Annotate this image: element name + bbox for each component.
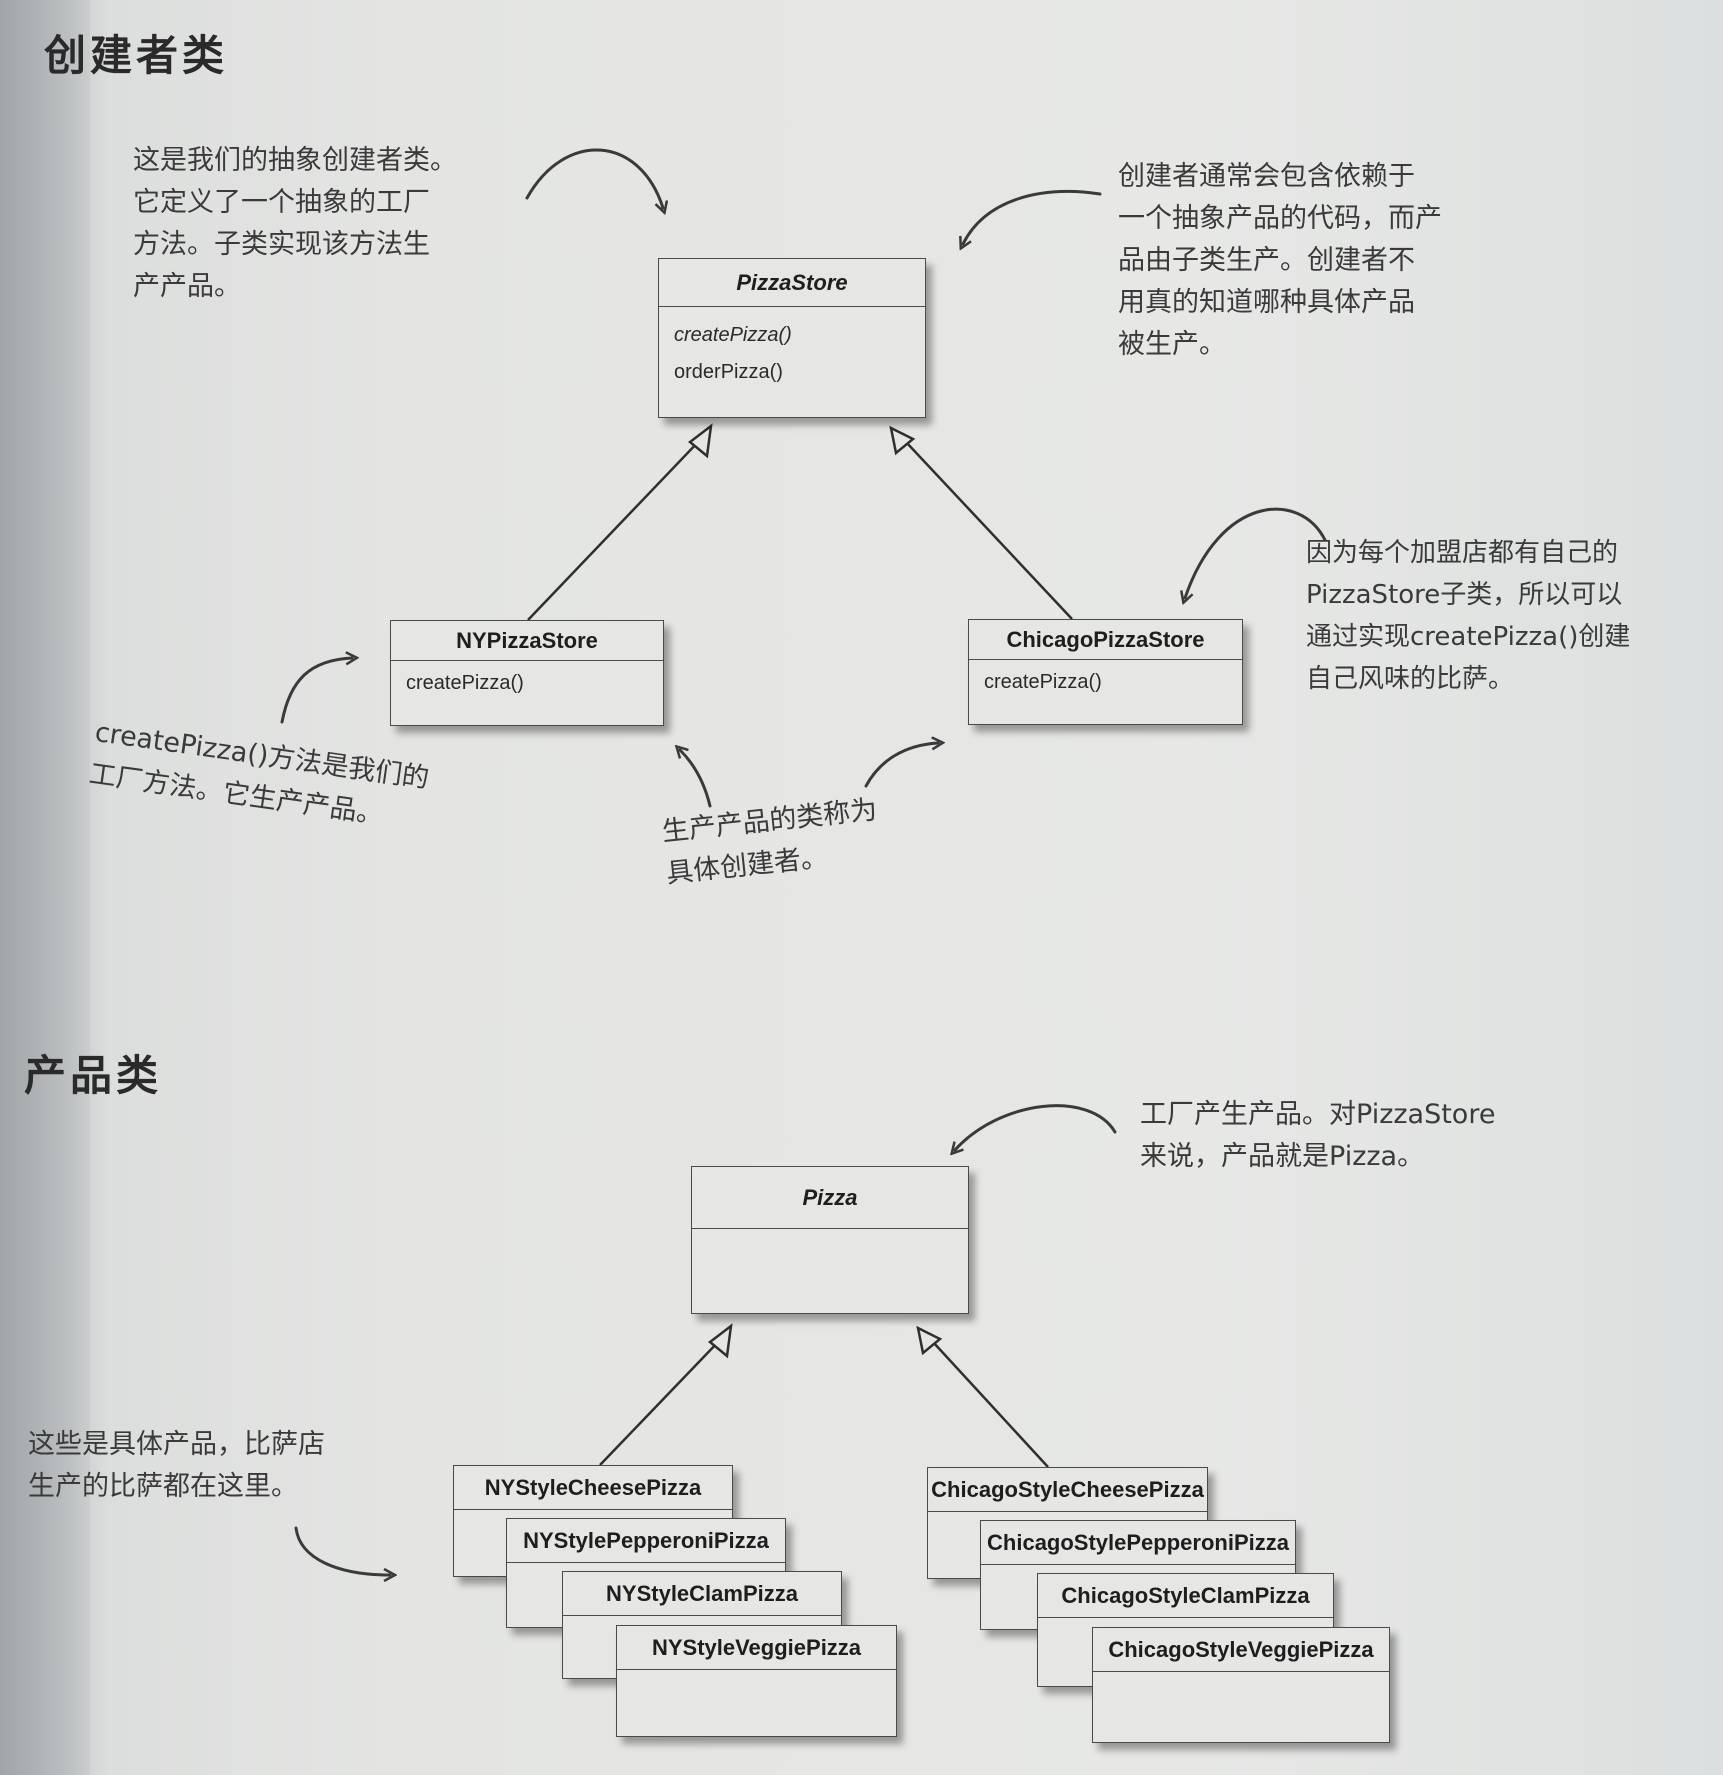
class-nystyleveggiepizza: NYStyleVeggiePizza xyxy=(616,1625,897,1737)
method-createpizza: createPizza() xyxy=(984,671,1102,693)
class-nystylecheesepizza-name: NYStyleCheesePizza xyxy=(454,1466,732,1510)
class-chicagopizzastore-name: ChicagoPizzaStore xyxy=(969,620,1242,660)
note-line: 一个抽象产品的代码，而产 xyxy=(1118,203,1442,234)
note-abstract-creator: 这是我们的抽象创建者类。 它定义了一个抽象的工厂 方法。子类实现该方法生 产产品… xyxy=(133,140,457,308)
method-orderpizza: orderPizza() xyxy=(674,361,783,383)
inheritance-chicago-products-to-pizza xyxy=(916,1325,1049,1468)
note-line: 这些是具体产品，比萨店 xyxy=(28,1429,325,1460)
method-createpizza: createPizza() xyxy=(406,672,524,694)
note-line: 被生产。 xyxy=(1118,329,1226,360)
note-line: 工厂产生产品。对PizzaStore xyxy=(1140,1099,1496,1130)
class-chicagostyleveggiepizza: ChicagoStyleVeggiePizza xyxy=(1092,1627,1390,1743)
class-nystyleclampizza-name: NYStyleClamPizza xyxy=(563,1572,841,1616)
arrow-concrete-products-note xyxy=(294,1526,390,1575)
class-chicagostylecheesepizza-name: ChicagoStyleCheesePizza xyxy=(928,1468,1207,1512)
note-line: 方法。子类实现该方法生 xyxy=(133,229,430,260)
class-pizzastore: PizzaStore createPizza() orderPizza() xyxy=(658,258,926,418)
method-createpizza: createPizza() xyxy=(674,324,792,346)
note-line: 通过实现createPizza()创建 xyxy=(1306,622,1631,652)
class-chicagostyleclampizza-name: ChicagoStyleClamPizza xyxy=(1038,1574,1333,1618)
inheritance-chicago-to-pizzastore xyxy=(889,425,1073,620)
class-pizzastore-name: PizzaStore xyxy=(659,259,925,307)
class-pizzastore-methods: createPizza() orderPizza() xyxy=(659,307,925,391)
note-franchise: 因为每个加盟店都有自己的 PizzaStore子类，所以可以 通过实现creat… xyxy=(1306,532,1630,700)
class-chicagopizzastore: ChicagoPizzaStore createPizza() xyxy=(968,619,1243,725)
note-line: 这是我们的抽象创建者类。 xyxy=(133,145,457,176)
class-nypizzastore: NYPizzaStore createPizza() xyxy=(390,620,664,726)
note-line: 它定义了一个抽象的工厂 xyxy=(133,187,430,218)
note-line: 来说，产品就是Pizza。 xyxy=(1140,1141,1425,1172)
arrow-factory-product-note xyxy=(955,1104,1117,1150)
class-nypizzastore-name: NYPizzaStore xyxy=(391,621,663,661)
inheritance-ny-to-pizzastore xyxy=(527,423,713,621)
class-pizza-name: Pizza xyxy=(692,1167,968,1229)
class-chicagostylepepperonipizza-name: ChicagoStylePepperoniPizza xyxy=(981,1521,1295,1565)
note-concrete-products: 这些是具体产品，比萨店 生产的比萨都在这里。 xyxy=(28,1424,325,1508)
note-line: 品由子类生产。创建者不 xyxy=(1118,245,1415,276)
note-line: 产产品。 xyxy=(133,271,241,302)
arrow-concrete-creators-left xyxy=(680,750,712,808)
note-line: 自己风味的比萨。 xyxy=(1306,664,1515,694)
note-creator-code: 创建者通常会包含依赖于 一个抽象产品的代码，而产 品由子类生产。创建者不 用真的… xyxy=(1118,156,1442,366)
class-nystyleveggiepizza-name: NYStyleVeggiePizza xyxy=(617,1626,896,1670)
arrow-creator-code-note xyxy=(963,190,1102,244)
note-line: PizzaStore子类，所以可以 xyxy=(1306,580,1623,610)
creator-section-heading: 创建者类 xyxy=(44,31,229,80)
inheritance-ny-products-to-pizza xyxy=(599,1323,733,1466)
arrow-concrete-creators-right xyxy=(864,743,938,788)
class-nypizzastore-methods: createPizza() xyxy=(391,661,663,702)
note-factory-product: 工厂产生产品。对PizzaStore 来说，产品就是Pizza。 xyxy=(1140,1094,1495,1178)
arrow-franchise-note xyxy=(1185,507,1327,598)
arrow-factory-method-note xyxy=(280,658,352,724)
class-pizza: Pizza xyxy=(691,1166,969,1314)
note-line: 用真的知道哪种具体产品 xyxy=(1118,287,1415,318)
note-line: 生产的比萨都在这里。 xyxy=(28,1471,298,1502)
class-chicagopizzastore-methods: createPizza() xyxy=(969,660,1242,701)
note-line: 因为每个加盟店都有自己的 xyxy=(1306,538,1619,568)
class-chicagostyleveggiepizza-name: ChicagoStyleVeggiePizza xyxy=(1093,1628,1389,1672)
note-line: 创建者通常会包含依赖于 xyxy=(1118,161,1415,192)
class-nystylepepperonipizza-name: NYStylePepperoniPizza xyxy=(507,1519,785,1563)
arrow-abstract-creator-note xyxy=(525,148,663,208)
product-section-heading: 产品类 xyxy=(24,1051,163,1100)
